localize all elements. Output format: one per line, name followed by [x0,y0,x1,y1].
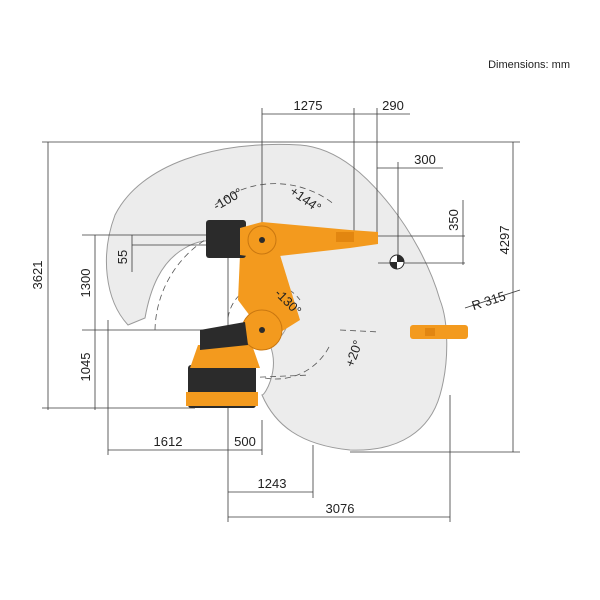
dim-base-height: 1045 [78,353,93,382]
dim-top-reach: 1275 [294,98,323,113]
dim-wrist-radius: R 315 [470,288,508,313]
wrist-alt-position [410,325,468,339]
dim-arm-offset: 55 [115,250,130,264]
units-note: Dimensions: mm [488,59,570,71]
dim-max-reach: 3076 [326,501,355,516]
robot-illustration [186,220,378,408]
dim-tcp-offset-v: 350 [446,209,461,231]
dim-arm-height: 1300 [78,269,93,298]
dim-total-height: 3621 [30,261,45,290]
dim-inner-reach: 1243 [258,476,287,491]
dim-base-offset: 500 [234,434,256,449]
dim-top-offset: 290 [382,98,404,113]
dim-rear-reach: 1612 [154,434,183,449]
tcp-marker-icon [389,254,405,270]
work-envelope [106,143,448,451]
dim-reach-height: 4297 [497,226,512,255]
dim-tcp-offset-h: 300 [414,152,436,167]
